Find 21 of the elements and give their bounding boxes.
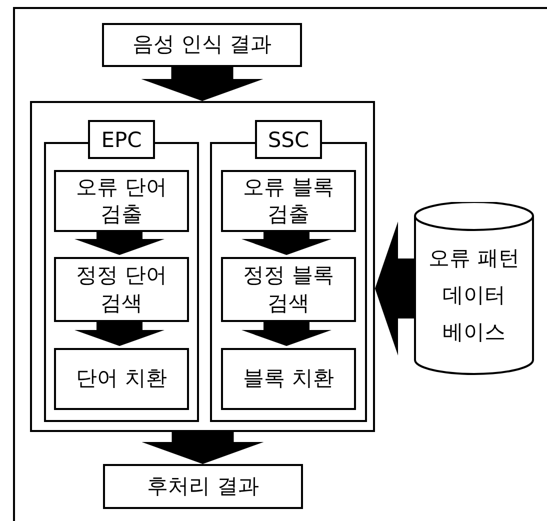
process-box: 정정 단어 검색	[54, 257, 189, 322]
block-arrow	[375, 222, 414, 356]
block-arrow	[242, 320, 332, 346]
block-arrow	[142, 432, 264, 464]
block-arrow	[74, 320, 164, 346]
process-box: 오류 단어 검출	[54, 170, 189, 232]
block-arrow	[141, 67, 264, 101]
process-panel	[210, 120, 367, 422]
process-box: 단어 치환	[54, 348, 189, 410]
process-box: 오류 블록 검출	[221, 170, 356, 232]
tab-label: EPC	[88, 120, 155, 159]
block-arrow	[242, 230, 332, 255]
tab-label: SSC	[255, 120, 322, 159]
container-box	[30, 101, 375, 432]
process-panel	[44, 120, 199, 422]
process-box: 음성 인식 결과	[102, 23, 302, 67]
process-box: 블록 치환	[221, 348, 356, 410]
block-arrow	[74, 230, 164, 255]
process-box: 정정 블록 검색	[221, 257, 356, 322]
process-box: 후처리 결과	[103, 464, 303, 509]
database-cylinder: 오류 패턴 데이터 베이스	[414, 202, 534, 375]
